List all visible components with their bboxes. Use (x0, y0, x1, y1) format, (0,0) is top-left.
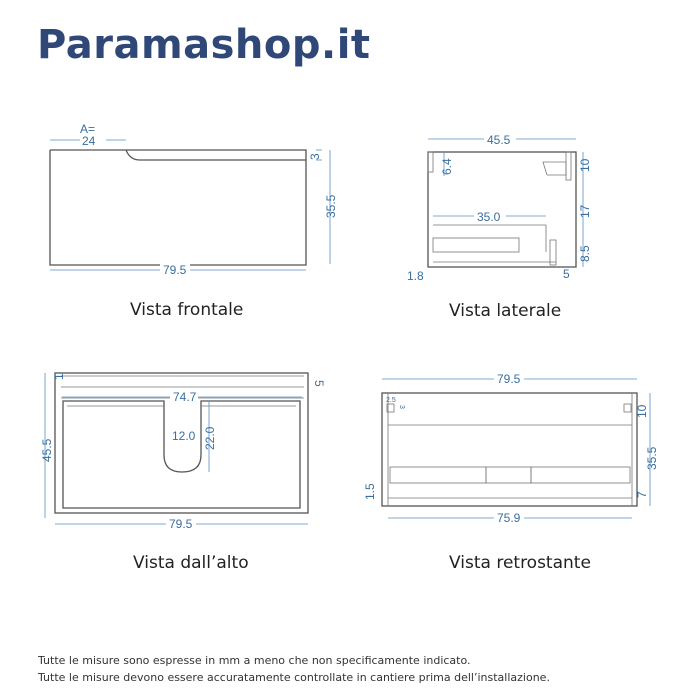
back-left: 1.5 (363, 483, 377, 500)
caption-side-view: Vista laterale (449, 301, 562, 321)
note-line-1: Tutte le misure sono espresse in mm a me… (38, 654, 471, 667)
top-width: 79.5 (169, 517, 193, 531)
front-height: 35.5 (324, 194, 338, 218)
top-back: 5 (312, 380, 326, 387)
back-bottom: 7 (635, 491, 649, 498)
side-left: 1.8 (407, 269, 424, 283)
caption-back-view: Vista retrostante (449, 553, 591, 573)
top-edge: 1 (52, 373, 66, 380)
caption-front-view: Vista frontale (130, 300, 244, 320)
side-d1: 10 (578, 158, 592, 172)
top-view: 74.7 12.0 22.0 45.5 1 5 79.5 (40, 372, 326, 531)
note-line-2: Tutte le misure devono essere accuratame… (38, 671, 550, 684)
back-hook-w: 2.5 (386, 397, 396, 404)
front-width: 79.5 (163, 263, 187, 277)
front-view: A= 24 79.5 35.5 3 (49, 122, 338, 277)
side-depth: 45.5 (487, 133, 511, 147)
back-height: 35.5 (645, 446, 659, 470)
side-view: 45.5 35.0 6.4 10 17 8.5 1.8 5 (407, 132, 592, 283)
back-hook-h: 3 (398, 405, 405, 409)
top-depth: 45.5 (40, 438, 54, 462)
front-a-label: A= (80, 122, 95, 136)
top-cutout-w: 12.0 (172, 429, 196, 443)
side-top-gap: 6.4 (440, 158, 454, 175)
top-inner: 74.7 (173, 390, 197, 404)
back-inner: 75.9 (497, 511, 521, 525)
back-top: 10 (635, 404, 649, 418)
side-drawer: 35.0 (477, 210, 501, 224)
side-d2: 17 (578, 204, 592, 218)
back-width: 79.5 (497, 372, 521, 386)
front-top: 3 (308, 153, 322, 160)
side-d3: 8.5 (578, 245, 592, 262)
caption-top-view: Vista dall’alto (133, 553, 249, 573)
brand-logo: Paramashop.it (37, 22, 371, 68)
back-view: 79.5 75.9 35.5 10 7 1.5 2.5 3 (363, 372, 659, 525)
top-cutout-d: 22.0 (203, 426, 217, 450)
side-right: 5 (563, 267, 570, 281)
front-a-value: 24 (82, 134, 96, 148)
